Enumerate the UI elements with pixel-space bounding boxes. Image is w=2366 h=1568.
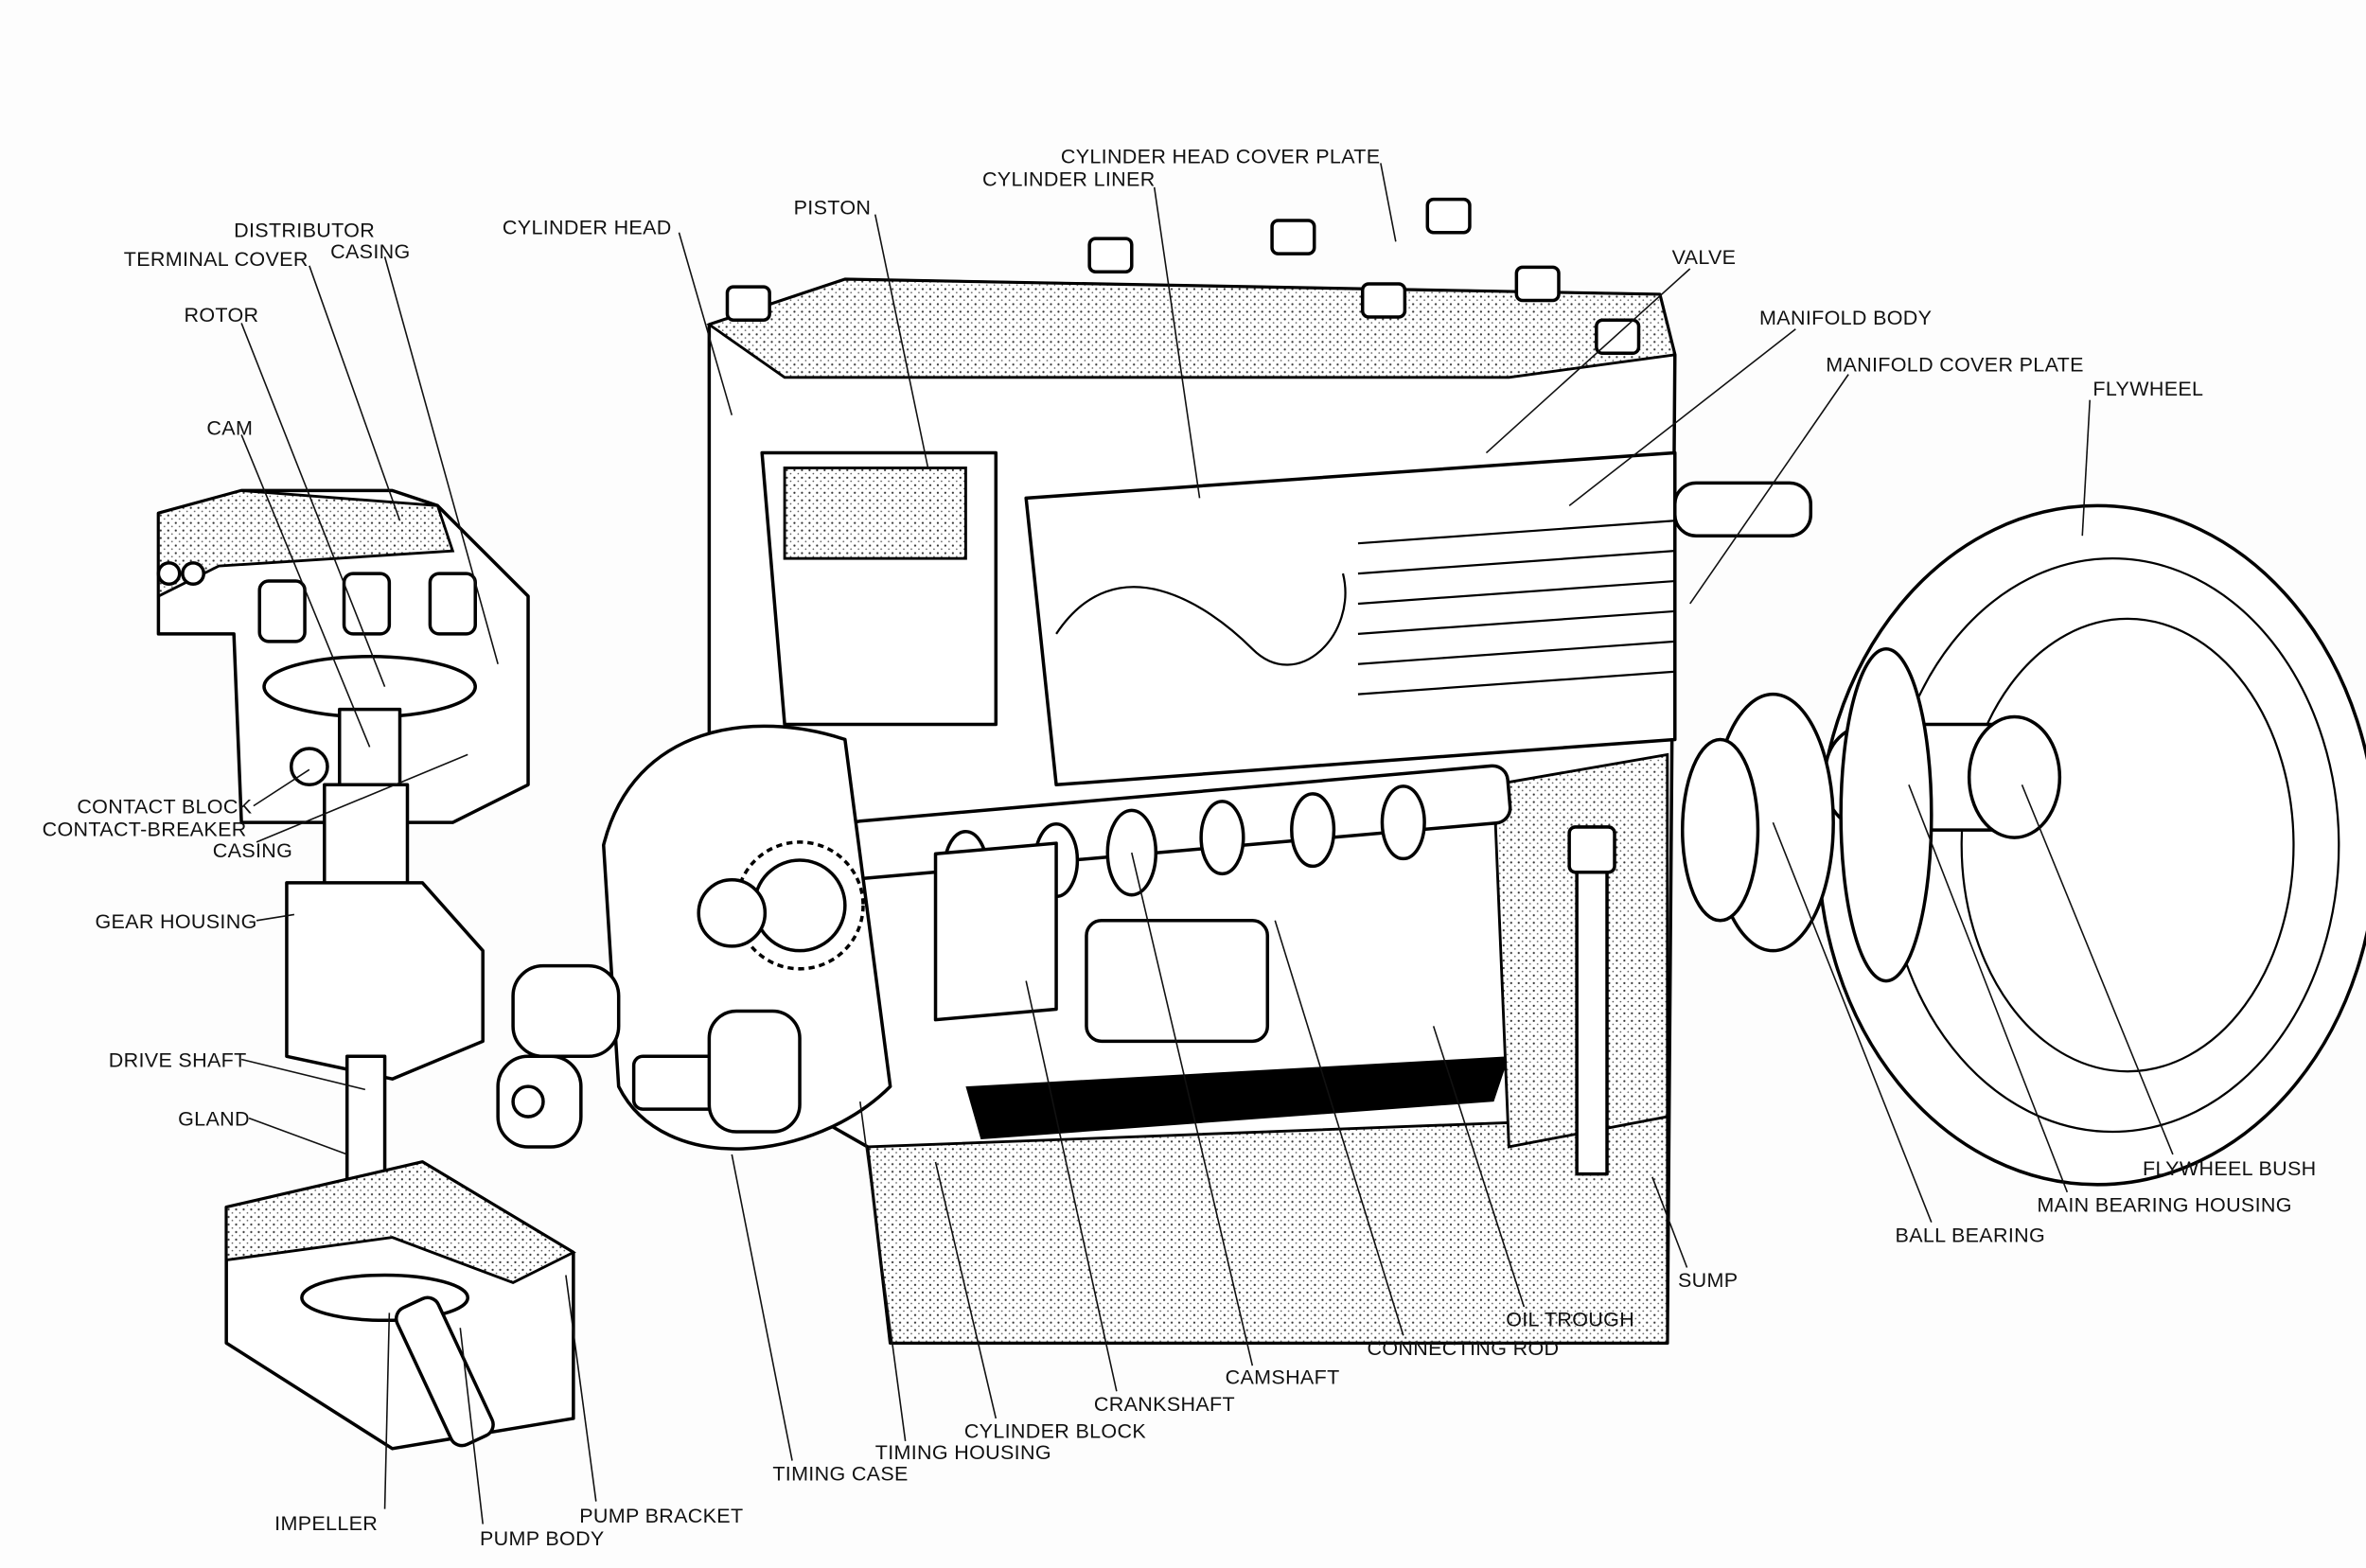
- label-distributor: DISTRIBUTOR: [234, 220, 375, 242]
- label-oil-trough: OIL TROUGH: [1506, 1309, 1634, 1331]
- engine-block: [706, 197, 1677, 1345]
- label-contact-breaker-casing: CASING: [213, 839, 292, 862]
- label-crankshaft: CRANKSHAFT: [1094, 1393, 1235, 1416]
- label-cylinder-head: CYLINDER HEAD: [503, 216, 672, 238]
- label-impeller: IMPELLER: [274, 1512, 378, 1535]
- label-pump-bracket: PUMP BRACKET: [579, 1505, 743, 1527]
- label-connecting-rod: CONNECTING ROD: [1368, 1337, 1560, 1360]
- label-flywheel-bush: FLYWHEEL BUSH: [2143, 1157, 2316, 1180]
- label-cam: CAM: [206, 416, 253, 439]
- label-contact-block: CONTACT BLOCK: [77, 796, 252, 819]
- label-gland: GLAND: [178, 1108, 250, 1131]
- label-timing-case: TIMING CASE: [772, 1462, 908, 1485]
- label-camshaft: CAMSHAFT: [1226, 1365, 1340, 1388]
- distributor-drawing: [156, 488, 576, 1451]
- label-piston: PISTON: [794, 197, 872, 220]
- label-casing: CASING: [330, 240, 410, 263]
- label-timing-housing: TIMING HOUSING: [875, 1441, 1051, 1464]
- label-rotor: ROTOR: [185, 304, 259, 326]
- label-cylinder-head-cover-plate: CYLINDER HEAD COVER PLATE: [1061, 145, 1381, 167]
- leader-lines: [240, 163, 2174, 1524]
- label-cylinder-block: CYLINDER BLOCK: [964, 1420, 1147, 1443]
- label-contact-breaker: CONTACT-BREAKER: [43, 819, 247, 841]
- label-ball-bearing: BALL BEARING: [1896, 1224, 2045, 1246]
- label-terminal-cover: TERMINAL COVER: [124, 248, 309, 271]
- label-cylinder-liner: CYLINDER LINER: [982, 167, 1156, 190]
- label-gear-housing: GEAR HOUSING: [95, 910, 256, 933]
- label-flywheel: FLYWHEEL: [2092, 378, 2203, 400]
- label-valve: VALVE: [1672, 246, 1737, 269]
- label-drive-shaft: DRIVE SHAFT: [109, 1048, 247, 1071]
- label-manifold-cover-plate: MANIFOLD COVER PLATE: [1826, 353, 2084, 376]
- timing-gear-assembly: [496, 724, 892, 1151]
- label-main-bearing-housing: MAIN BEARING HOUSING: [2037, 1194, 2291, 1217]
- label-sump: SUMP: [1678, 1269, 1738, 1292]
- flywheel-drawing: [1673, 481, 2366, 1187]
- label-pump-body: PUMP BODY: [480, 1527, 605, 1550]
- label-manifold-body: MANIFOLD BODY: [1759, 307, 1932, 329]
- head-bolts: [725, 197, 1641, 1176]
- part-labels: CYLINDER HEAD COVER PLATE CYLINDER LINER…: [43, 145, 2317, 1549]
